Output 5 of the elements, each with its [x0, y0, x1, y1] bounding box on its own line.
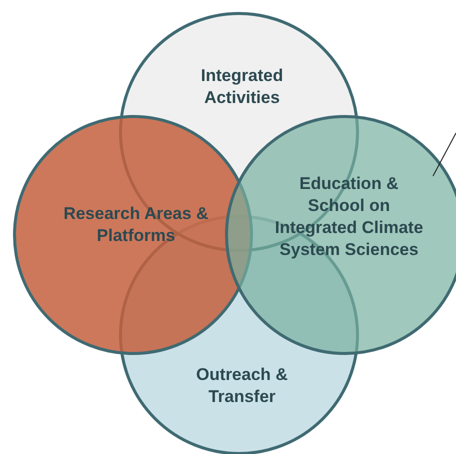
leader-line — [432, 132, 456, 176]
circle-label: Integrated Activities — [200, 65, 284, 109]
circle-label: Education & School on Integrated Climate System Sciences — [274, 173, 424, 261]
circle-label: Research Areas & Platforms — [62, 203, 210, 247]
circle-label: Outreach & Transfer — [195, 364, 289, 408]
